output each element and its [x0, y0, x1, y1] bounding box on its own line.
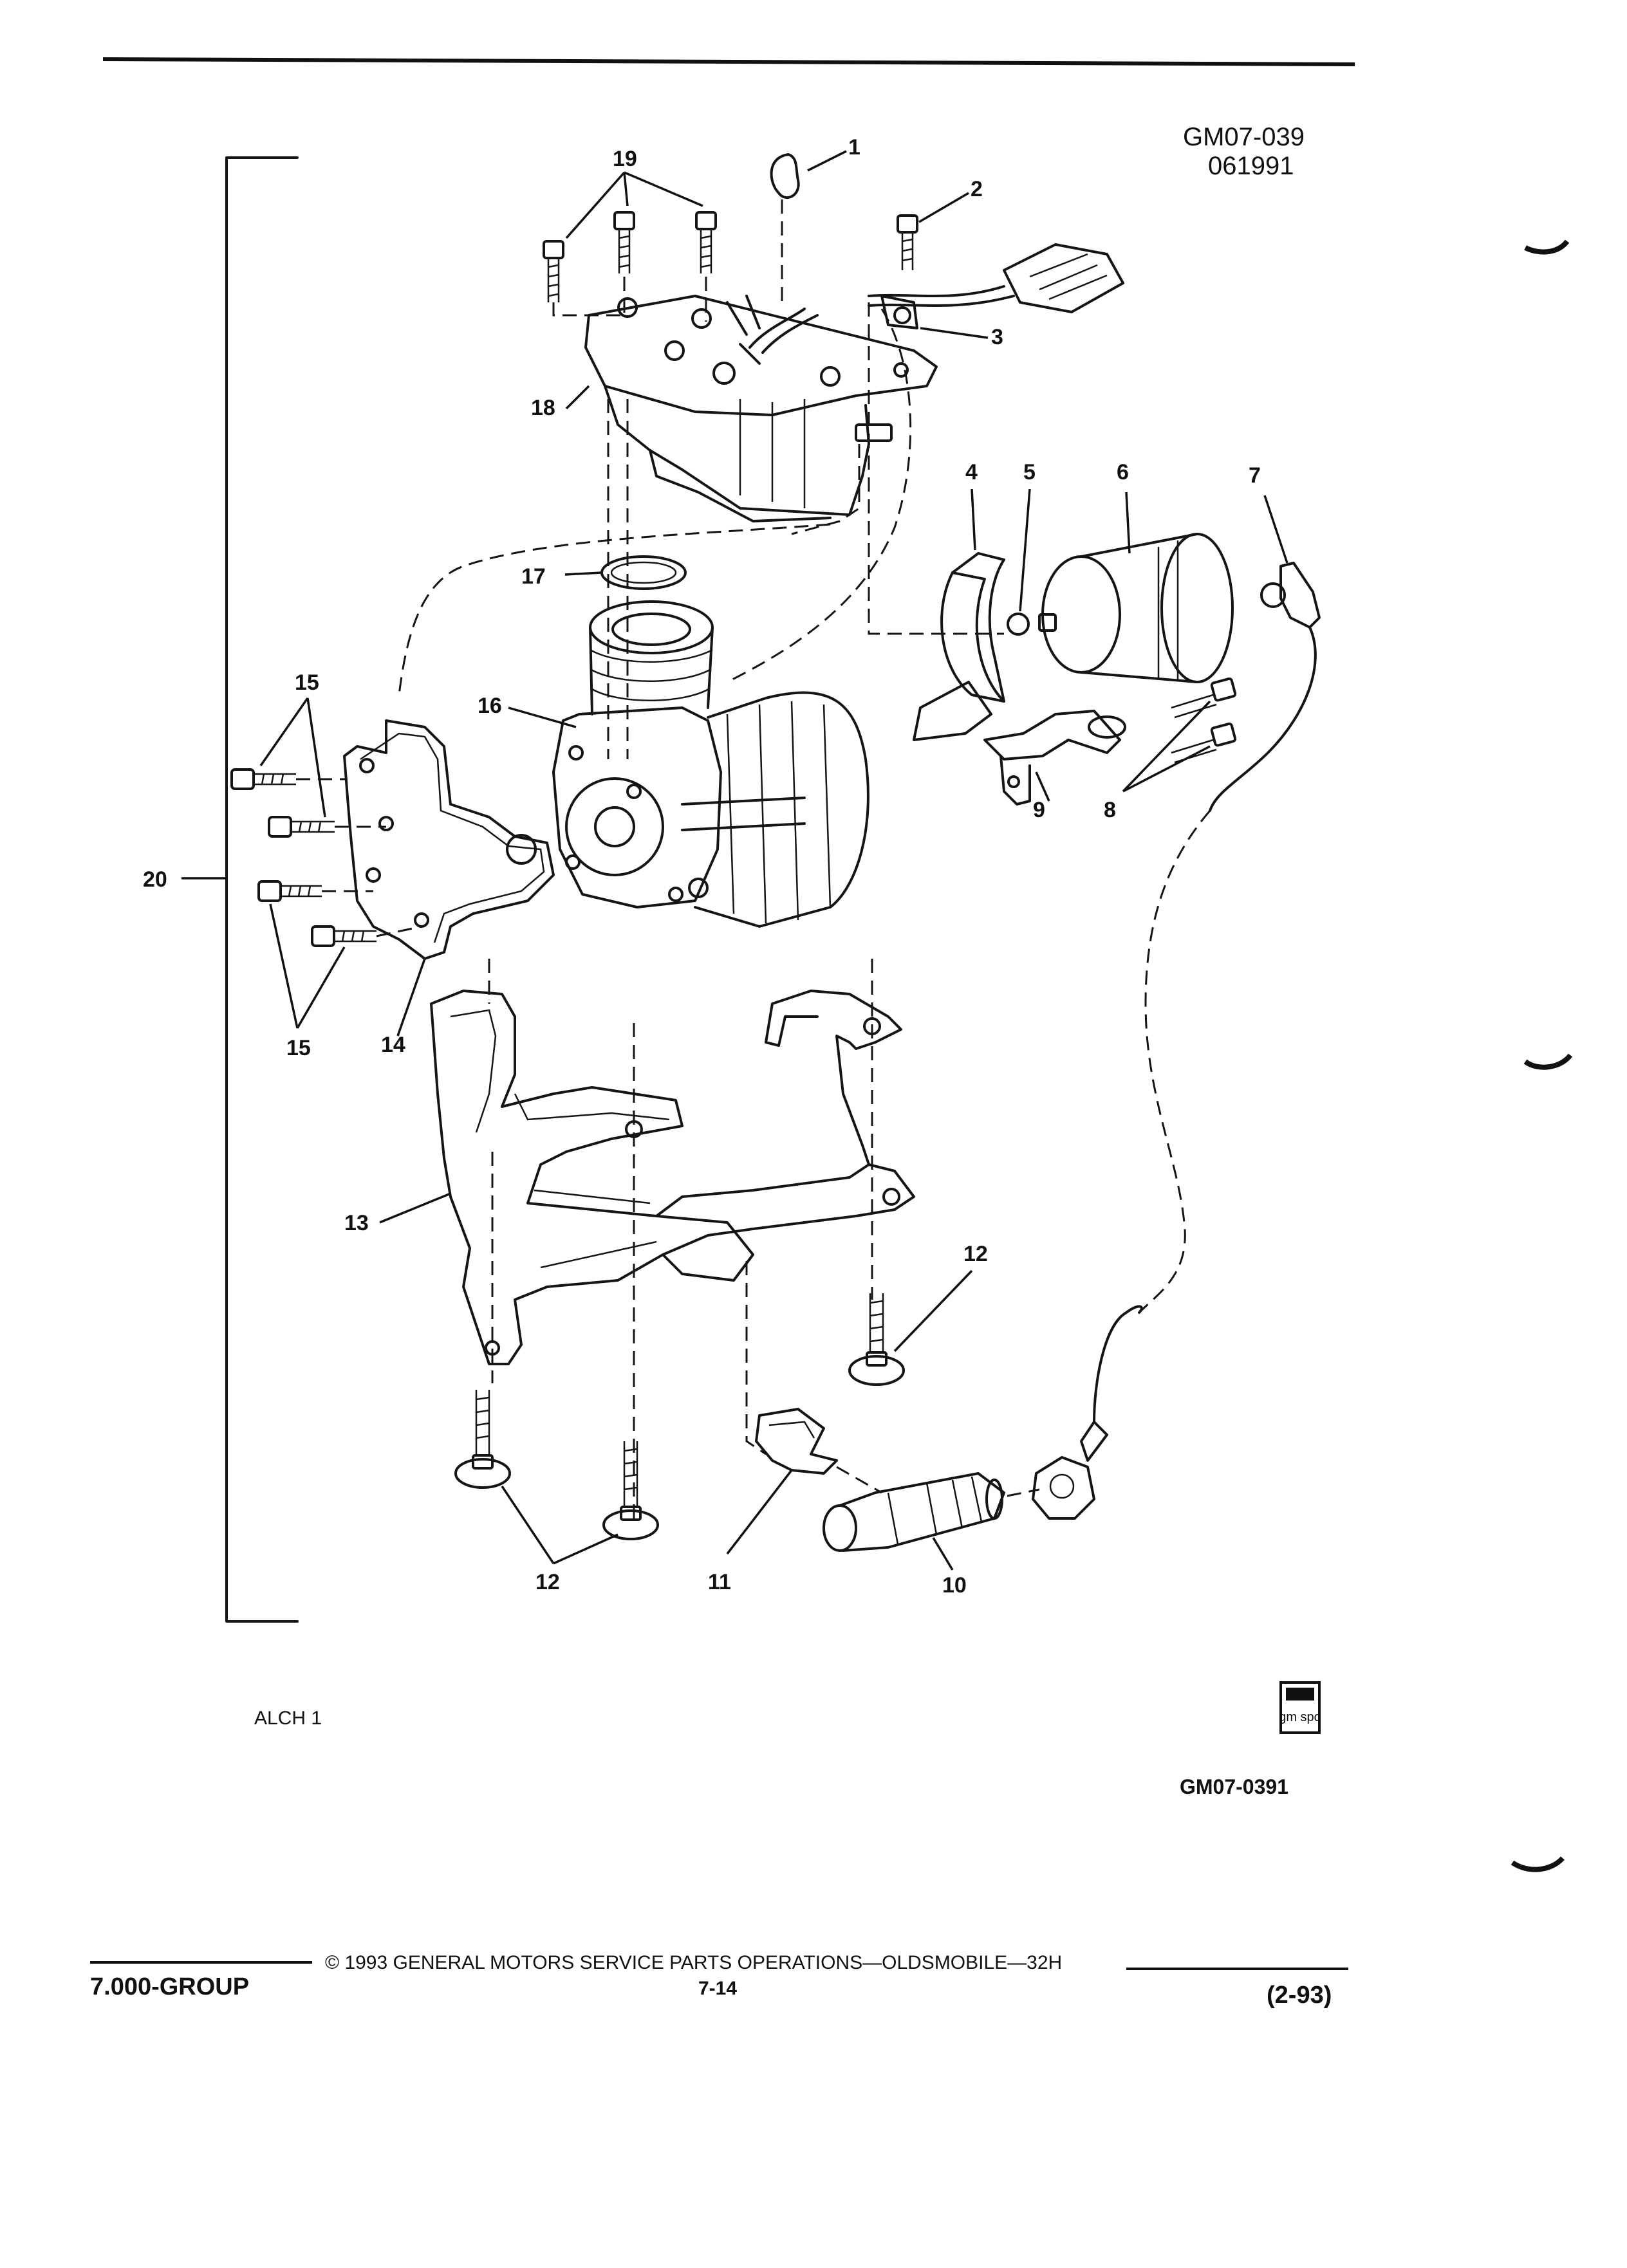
callout-20: 20: [143, 867, 167, 892]
callout-6: 6: [1117, 460, 1129, 484]
footer-copyright: © 1993 GENERAL MOTORS SERVICE PARTS OPER…: [325, 1952, 1062, 1973]
callout-16: 16: [478, 694, 502, 718]
fitting-7: [1209, 562, 1321, 812]
callout-7: 7: [1249, 463, 1261, 488]
screws-8: [1171, 677, 1237, 764]
leaders-15-lower: [269, 903, 346, 1029]
callout-4: 4: [965, 460, 978, 484]
callout-1: 1: [848, 135, 860, 160]
illustration-number: GM07-0391: [1180, 1775, 1288, 1798]
hose-end-fitting: [1032, 1305, 1143, 1520]
svg-text:gm spo: gm spo: [1279, 1710, 1321, 1724]
callout-12-upper: 12: [963, 1242, 988, 1266]
clamp-3: [880, 295, 918, 329]
leaders-12-lower: [501, 1486, 618, 1565]
mounting-bracket-13: [430, 990, 915, 1365]
valve-10: [823, 1472, 1005, 1552]
figure-code: ALCH 1: [254, 1708, 322, 1729]
compressor-16: [552, 600, 869, 928]
callout-9: 9: [1033, 798, 1045, 822]
oring-17: [600, 555, 687, 590]
callout-13: 13: [344, 1211, 369, 1235]
harness-connector: [868, 243, 1124, 313]
callout-15-lower: 15: [286, 1036, 311, 1060]
bolts-19: [543, 211, 717, 322]
nut-5: [1007, 613, 1030, 636]
callout-14: 14: [381, 1033, 405, 1057]
dryer-6: [1038, 533, 1234, 683]
gm-spo-badge: gm spo: [1279, 1681, 1321, 1734]
mounting-plate-14: [343, 719, 555, 960]
band-4: [913, 552, 1005, 741]
callout-11: 11: [708, 1570, 731, 1594]
clip-11: [755, 1408, 838, 1475]
callout-12-lower: 12: [535, 1570, 560, 1594]
leader-12-upper: [893, 1269, 973, 1352]
callout-10: 10: [942, 1573, 967, 1598]
callout-17: 17: [521, 564, 546, 589]
leaders-15-upper: [259, 697, 326, 818]
callout-19: 19: [613, 147, 637, 171]
callout-2: 2: [971, 177, 983, 201]
figure-date: 061991: [1208, 152, 1294, 180]
bracket-9: [983, 710, 1126, 806]
binder-mark-1: [1524, 239, 1570, 255]
leaders-19: [565, 171, 703, 239]
motor-housing-18: [584, 295, 938, 522]
assembly-bracket: [225, 156, 299, 1623]
footer-revision: (2-93): [1267, 1982, 1332, 2009]
figure-id: GM07-039: [1183, 123, 1305, 151]
clip-1: [770, 153, 800, 199]
footer-page-number: 7-14: [698, 1978, 737, 1999]
top-rule: [102, 57, 1355, 66]
leaders-8: [1122, 700, 1211, 793]
footer-group: 7.000-GROUP: [90, 1973, 249, 2000]
callout-18: 18: [531, 396, 555, 420]
callout-15-upper: 15: [295, 670, 319, 695]
bolts-15: [230, 768, 422, 947]
bolts-12: [454, 1293, 905, 1540]
binder-mark-3: [1511, 1856, 1565, 1872]
callout-3: 3: [991, 325, 1003, 349]
callout-5: 5: [1023, 460, 1036, 484]
screw-2: [897, 214, 918, 270]
binder-mark-2: [1523, 1053, 1573, 1070]
callout-8: 8: [1104, 798, 1116, 822]
